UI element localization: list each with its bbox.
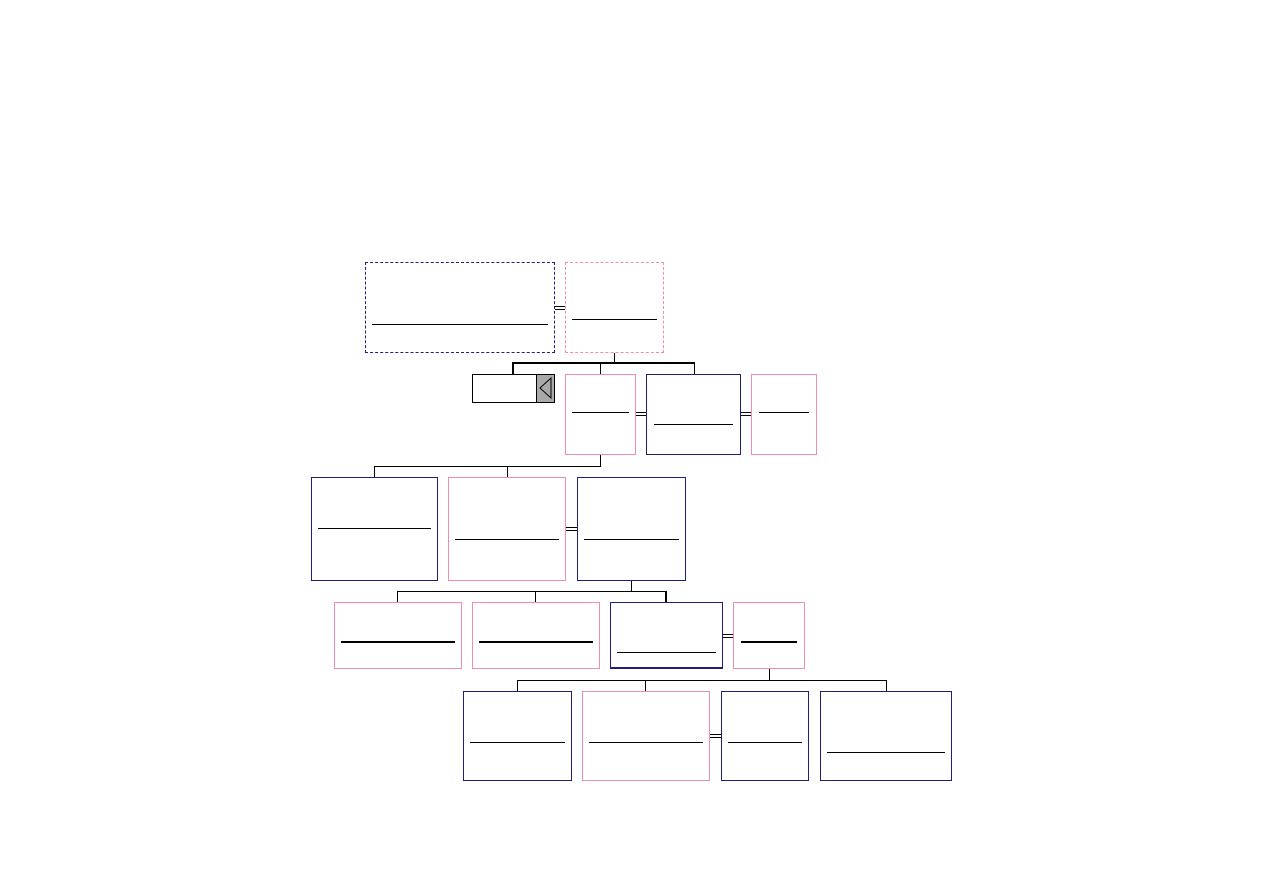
child-drop [517, 680, 518, 691]
name-underline [617, 652, 716, 653]
person-box-n6[interactable] [311, 477, 438, 581]
person-box-n7[interactable] [448, 477, 566, 581]
name-underline [584, 539, 679, 540]
descent-line [614, 353, 615, 362]
descent-line [631, 581, 632, 591]
marriage-connector [710, 734, 721, 735]
child-drop [886, 680, 887, 691]
name-underline [479, 641, 593, 643]
child-drop [535, 591, 536, 602]
marriage-connector [555, 306, 565, 307]
person-box-n8[interactable] [577, 477, 686, 581]
marriage-connector [723, 634, 733, 635]
child-drop [645, 680, 646, 691]
person-box-n12[interactable] [733, 602, 805, 669]
person-box-n13[interactable] [463, 691, 572, 781]
person-box-n3[interactable] [565, 374, 636, 455]
name-underline [728, 742, 802, 743]
name-underline [654, 424, 733, 425]
collapsed-siblings-box[interactable] [472, 374, 555, 403]
descent-line [600, 455, 601, 466]
marriage-connector [636, 412, 646, 413]
sibling-bar [374, 466, 601, 467]
name-underline [455, 539, 559, 540]
person-box-n14[interactable] [582, 691, 710, 781]
child-drop [397, 591, 398, 602]
person-box-n4[interactable] [646, 374, 741, 455]
sibling-bar [397, 591, 666, 592]
person-box-n16[interactable] [820, 691, 952, 781]
marriage-connector [555, 309, 565, 310]
person-box-n11[interactable] [610, 602, 723, 669]
expand-siblings-button[interactable] [536, 375, 554, 402]
child-drop [665, 591, 667, 602]
child-drop [694, 362, 695, 374]
name-underline [572, 319, 657, 320]
marriage-connector [741, 412, 751, 413]
name-underline [741, 641, 797, 643]
name-underline [318, 528, 431, 529]
name-underline [572, 412, 629, 413]
person-box-n1[interactable] [365, 262, 555, 353]
marriage-connector [566, 530, 577, 531]
marriage-connector [723, 637, 733, 638]
name-underline [827, 752, 945, 753]
descent-line [769, 669, 770, 680]
sibling-bar [517, 680, 887, 681]
person-box-n15[interactable] [721, 691, 809, 781]
name-underline [341, 641, 455, 643]
marriage-connector [741, 415, 751, 416]
name-underline [372, 324, 548, 325]
person-box-n9[interactable] [334, 602, 462, 669]
marriage-connector [710, 737, 721, 738]
sibling-bar [512, 362, 695, 364]
name-underline [759, 412, 809, 413]
child-drop [600, 362, 601, 374]
child-drop [512, 362, 514, 374]
marriage-connector [636, 415, 646, 416]
child-drop [507, 466, 508, 477]
person-box-n5[interactable] [751, 374, 817, 455]
name-underline [470, 742, 565, 743]
triangle-left-icon [539, 377, 552, 399]
person-box-n10[interactable] [472, 602, 600, 669]
marriage-connector [566, 527, 577, 528]
person-box-n2[interactable] [565, 262, 664, 353]
name-underline [589, 742, 703, 743]
child-drop [374, 466, 375, 477]
